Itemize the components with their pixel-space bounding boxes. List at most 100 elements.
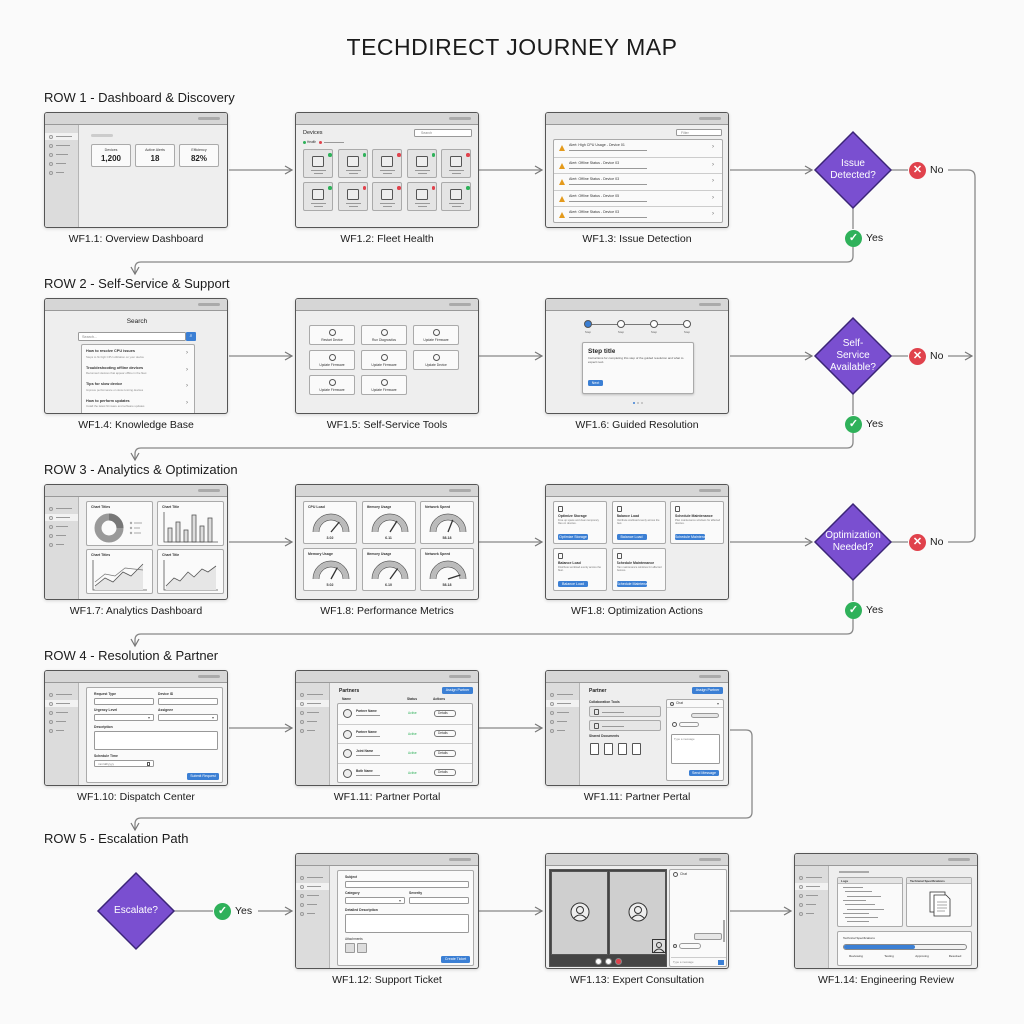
description-textarea[interactable] <box>94 731 218 750</box>
document-icon[interactable] <box>632 743 641 755</box>
tool-button[interactable]: Run Diagnostics <box>361 325 407 345</box>
tool-button[interactable]: Update Device <box>413 350 459 370</box>
submit-request-button[interactable]: Submit Request <box>187 773 219 780</box>
sidebar-item[interactable] <box>546 691 579 698</box>
message-textarea[interactable]: Type a message <box>671 734 720 764</box>
sidebar-item[interactable] <box>45 514 78 521</box>
device-card[interactable] <box>406 149 437 178</box>
send-button[interactable] <box>718 960 724 965</box>
step-indicator[interactable] <box>650 320 658 328</box>
sidebar-item[interactable] <box>795 901 828 908</box>
action-button[interactable]: Schedule Maintenance <box>616 581 647 587</box>
device-card[interactable] <box>372 149 402 178</box>
action-button[interactable]: Optimize Storage <box>558 534 588 540</box>
sidebar-item[interactable] <box>45 160 78 167</box>
device-card[interactable] <box>303 182 333 211</box>
tool-button[interactable]: Update Firmware <box>361 375 407 395</box>
next-button[interactable]: Next <box>588 380 603 386</box>
send-message-button[interactable]: Send Message <box>689 770 719 776</box>
action-button[interactable]: Schedule Maintenance <box>675 534 705 540</box>
sidebar-item[interactable] <box>546 700 579 707</box>
subject-input[interactable] <box>345 881 469 888</box>
upload-icon[interactable] <box>357 943 367 953</box>
step-indicator[interactable] <box>683 320 691 328</box>
decision-diamond[interactable]: Self-Service Available? <box>813 316 893 396</box>
search-button[interactable]: ⌕ <box>186 332 196 341</box>
sidebar-item[interactable] <box>795 874 828 881</box>
sidebar-item[interactable] <box>296 901 329 908</box>
sidebar-item[interactable] <box>45 133 78 140</box>
sidebar-item[interactable] <box>45 709 78 716</box>
camera-button[interactable] <box>605 958 612 965</box>
details-dropdown[interactable]: Details <box>434 749 456 757</box>
action-button[interactable]: Balance Load <box>558 581 588 587</box>
sidebar-item[interactable] <box>296 883 329 890</box>
sidebar-item[interactable] <box>45 142 78 149</box>
description-textarea[interactable] <box>345 914 469 933</box>
pagination-dot[interactable] <box>641 402 643 404</box>
category-select[interactable]: ▾ <box>345 897 405 904</box>
step-indicator[interactable] <box>584 320 592 328</box>
sidebar-item[interactable] <box>45 505 78 512</box>
details-dropdown[interactable]: Details <box>434 769 456 776</box>
pagination-dot[interactable] <box>637 402 639 404</box>
device-card[interactable] <box>441 149 471 178</box>
sidebar-item[interactable] <box>795 910 828 917</box>
assign-partner-button[interactable]: Assign Partner <box>442 687 473 694</box>
sidebar-item[interactable] <box>45 700 78 707</box>
document-icon[interactable] <box>618 743 627 755</box>
assignee-select[interactable]: ▾ <box>158 714 218 721</box>
sidebar-item[interactable] <box>296 700 329 707</box>
alert-row[interactable]: Alert: Offline Status - Device 05› <box>554 189 722 207</box>
sidebar-item[interactable] <box>45 727 78 734</box>
sidebar-item[interactable] <box>45 718 78 725</box>
sidebar-item[interactable] <box>296 892 329 899</box>
device-card[interactable] <box>372 182 402 211</box>
document-tool[interactable] <box>589 720 661 731</box>
device-id-input[interactable] <box>158 698 218 705</box>
mute-button[interactable] <box>595 958 602 965</box>
alert-row[interactable]: Alert: High CPU Usage - Device 01› <box>554 140 722 157</box>
device-card[interactable] <box>406 182 437 211</box>
chat-scrollbar[interactable] <box>723 920 725 942</box>
create-ticket-button[interactable]: Create Ticket <box>441 956 470 963</box>
sidebar-item[interactable] <box>45 691 78 698</box>
document-icon[interactable] <box>604 743 613 755</box>
sidebar-item[interactable] <box>296 910 329 917</box>
tool-button[interactable]: Restart Device <box>309 325 355 345</box>
end-call-button[interactable] <box>615 958 622 965</box>
message-input[interactable]: Type a message <box>671 957 726 966</box>
decision-diamond[interactable]: Issue Detected? <box>813 130 893 210</box>
urgency-select[interactable]: ▾ <box>94 714 154 721</box>
alert-row[interactable]: Alert: Offline Status - Device 03› <box>554 156 722 174</box>
request-type-input[interactable] <box>94 698 154 705</box>
sidebar-item[interactable] <box>546 709 579 716</box>
alert-row[interactable]: Alert: Offline Status - Device 03› <box>554 173 722 190</box>
severity-input[interactable] <box>409 897 469 904</box>
sidebar-item[interactable] <box>296 691 329 698</box>
sidebar-item[interactable] <box>45 523 78 530</box>
device-card[interactable] <box>337 149 368 178</box>
step-indicator[interactable] <box>617 320 625 328</box>
attach-file-icon[interactable] <box>345 943 355 953</box>
tool-button[interactable]: Update Firmware <box>361 350 407 370</box>
tool-button[interactable]: Update Firmware <box>413 325 459 345</box>
tool-button[interactable]: Update Firmware <box>309 375 355 395</box>
alert-row[interactable]: Alert: Offline Status - Device 03› <box>554 206 722 223</box>
details-dropdown[interactable]: Details <box>434 709 456 717</box>
